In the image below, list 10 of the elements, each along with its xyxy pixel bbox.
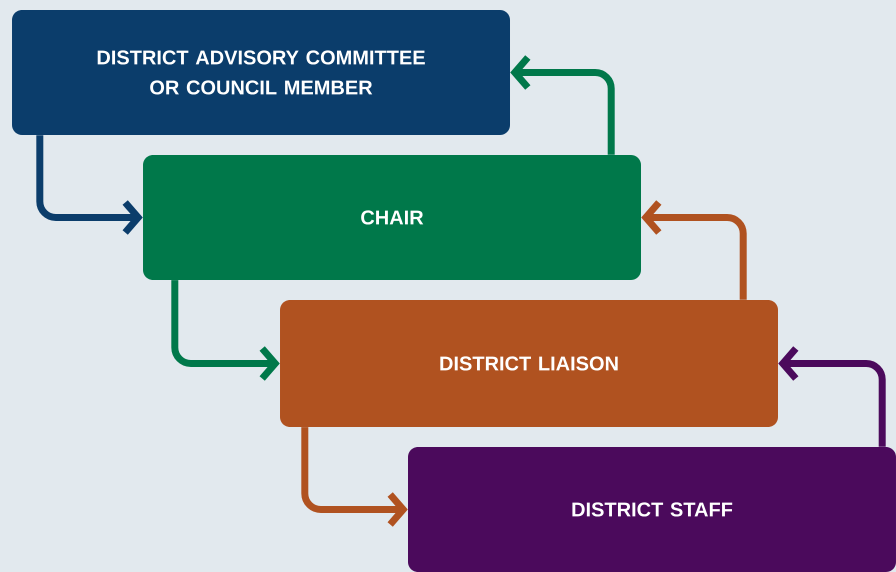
arrow [171, 280, 280, 381]
arrow [301, 427, 408, 527]
arrow [510, 55, 615, 155]
process-box: DISTRICT STAFF [408, 446, 896, 572]
arrow [778, 346, 886, 447]
arrow [36, 135, 143, 235]
process-box: CHAIR [143, 155, 641, 280]
process-box: DISTRICT ADVISORY COMMITTEE OR COUNCIL MEMBER [12, 10, 510, 135]
arrow [641, 200, 747, 300]
process-box: DISTRICT LIAISON [280, 300, 778, 427]
